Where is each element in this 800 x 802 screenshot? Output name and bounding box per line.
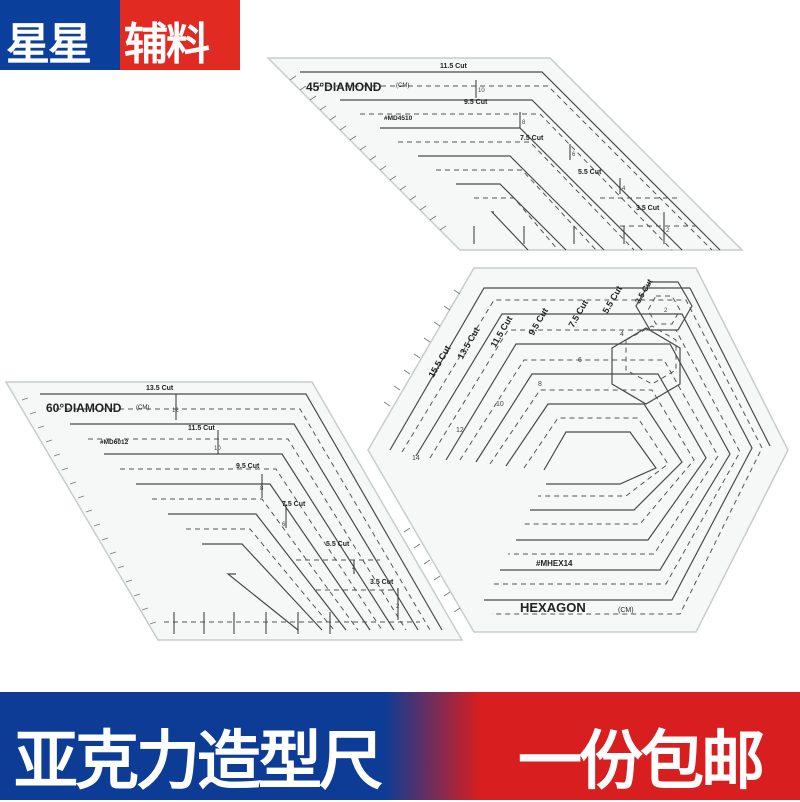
hex-title: HEXAGON (520, 600, 586, 615)
banner-shipping-text: 一份包邮 (518, 725, 765, 799)
promo-banner: 亚克力造型尺 一份包邮 (0, 692, 800, 800)
diamond45-size-2: 8 (522, 120, 526, 126)
diamond45-ruler: 45°DIAMOND (CM) #MD4510 11.5 Cut 9.5 Cut… (266, 57, 744, 251)
brand-name-part2: 辅料 (124, 19, 210, 70)
diamond45-code: #MD4510 (384, 115, 413, 122)
hex-size-5: 6 (578, 357, 582, 364)
hex-code: #MHEX14 (536, 559, 573, 568)
diamond45-size-1: 10 (478, 88, 485, 94)
diamond45-size-3: 6 (572, 152, 576, 158)
diamond60-cut-2: 11.5 Cut (188, 425, 216, 432)
diamond60-unit: (CM) (136, 405, 149, 411)
diamond45-cut-5: 3.5 Cut (636, 205, 660, 212)
brand-name-part1: 星星 (6, 19, 92, 70)
diamond60-ruler: 60°DIAMOND (CM) #MD6012 13.5 Cut 11.5 Cu… (4, 381, 464, 641)
hex-size-7: 2 (664, 308, 668, 314)
hex-unit: (CM) (618, 607, 634, 614)
diamond60-size-1: 12 (172, 408, 179, 414)
hex-size-6: 4 (620, 331, 624, 338)
diamond60-size-6: 2 (396, 604, 400, 610)
diamond60-code: #MD6012 (100, 439, 129, 446)
diamond45-cut-2: 9.5 Cut (464, 99, 488, 106)
diamond60-size-5: 4 (352, 566, 356, 572)
diamond45-unit: (CM) (396, 83, 409, 89)
diamond45-cut-4: 5.5 Cut (578, 169, 602, 176)
diamond45-size-4: 4 (622, 186, 626, 192)
diamond60-size-2: 10 (214, 446, 221, 452)
diamond60-cut-6: 3.5 Cut (370, 579, 394, 586)
diamond60-cut-4: 7.5 Cut (282, 501, 306, 508)
diamond45-size-5: 2 (666, 228, 670, 234)
diamond60-size-4: 6 (282, 522, 286, 528)
brand-red-block (120, 0, 240, 70)
banner-product-text: 亚克力造型尺 (14, 725, 383, 799)
diamond45-cut-3: 7.5 Cut (520, 135, 544, 142)
diamond60-cut-3: 9.5 Cut (236, 463, 260, 470)
diamond60-cut-1: 13.5 Cut (146, 385, 174, 392)
hex-size-2: 12 (456, 427, 464, 434)
diamond45-cut-1: 11.5 Cut (440, 63, 468, 70)
diamond60-title: 60°DIAMOND (46, 401, 122, 415)
diamond45-title: 45°DIAMOND (306, 80, 382, 94)
hex-size-4: 8 (538, 381, 542, 388)
diamond60-size-3: 8 (260, 486, 264, 492)
hex-size-3: 10 (496, 401, 504, 408)
hexagon-ruler: 15.5 Cut 13.5 Cut 11.5 Cut 9.5 Cut 7.5 C… (367, 267, 789, 633)
hex-size-1: 14 (412, 455, 420, 462)
brand-logo: 星星 辅料 (0, 0, 240, 70)
diamond60-cut-5: 5.5 Cut (326, 541, 350, 548)
